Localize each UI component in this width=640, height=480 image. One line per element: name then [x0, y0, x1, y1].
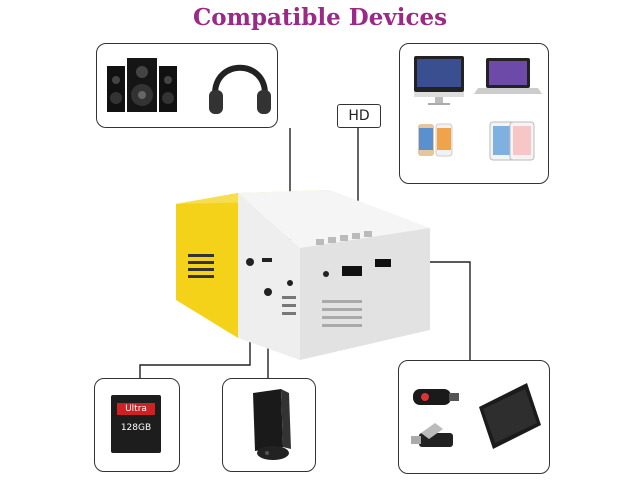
headphones-icon	[209, 64, 271, 114]
sd-card-unit: GB	[138, 423, 152, 433]
sd-card-capacity: 128	[120, 423, 139, 433]
ipad-icon	[489, 121, 535, 161]
imac-icon	[414, 56, 464, 105]
usb-drive-icon	[411, 423, 453, 447]
speakers-icon	[107, 58, 177, 112]
iphone-icon	[418, 123, 453, 157]
page-title: Compatible Devices	[192, 4, 448, 31]
hdmi-devices-box	[399, 43, 549, 184]
sd-card-brand: Ultra	[117, 403, 155, 415]
audio-devices-box	[96, 43, 278, 128]
usb-devices-box	[398, 360, 550, 474]
chromecast-icon	[413, 389, 459, 405]
console-box	[222, 378, 316, 472]
sd-card-box: Ultra 128GB	[94, 378, 180, 472]
hard-drive-icon	[479, 383, 541, 449]
macbook-icon	[474, 58, 542, 94]
xbox-console-icon	[253, 389, 291, 460]
sd-card-icon: Ultra 128GB	[111, 395, 161, 453]
hd-label: HD	[337, 104, 381, 128]
